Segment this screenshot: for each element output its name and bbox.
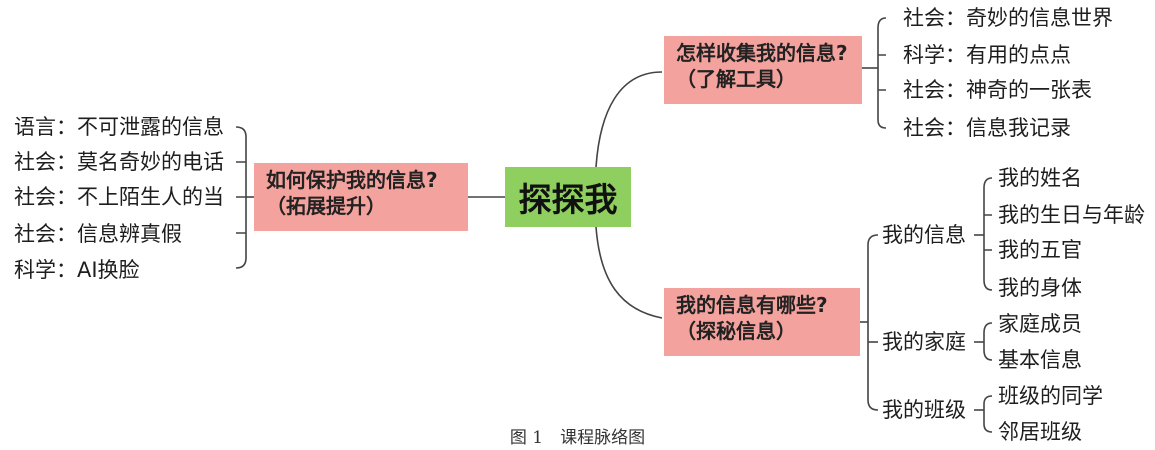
- branch-which-subtitle: （探秘信息）: [676, 319, 796, 343]
- group-label-class: 我的班级: [882, 398, 966, 422]
- branch-collect: 怎样收集我的信息? （了解工具）: [664, 36, 862, 104]
- protect-item: 社会：不上陌生人的当: [14, 185, 224, 209]
- branch-protect-title: 如何保护我的信息?: [266, 168, 438, 192]
- info-item: 我的五官: [998, 238, 1082, 262]
- info-item: 我的姓名: [998, 166, 1082, 190]
- center-node: 探探我: [505, 167, 631, 227]
- branch-collect-subtitle: （了解工具）: [676, 67, 796, 91]
- info-item: 我的生日与年龄: [998, 203, 1145, 227]
- protect-item: 社会：莫名奇妙的电话: [14, 150, 224, 174]
- protect-item: 科学：AI换脸: [14, 258, 140, 282]
- info-item: 我的身体: [998, 276, 1082, 300]
- collect-item: 社会：奇妙的信息世界: [903, 6, 1113, 30]
- branch-which: 我的信息有哪些? （探秘信息）: [664, 288, 860, 356]
- family-item: 基本信息: [998, 348, 1082, 372]
- collect-item: 科学：有用的点点: [903, 43, 1071, 67]
- figure-caption: 图 1 课程脉络图: [509, 428, 646, 448]
- branch-which-title: 我的信息有哪些?: [676, 293, 828, 317]
- protect-item: 语言：不可泄露的信息: [14, 115, 224, 139]
- protect-item: 社会：信息辨真假: [14, 222, 182, 246]
- class-item: 班级的同学: [998, 384, 1103, 408]
- class-item: 邻居班级: [998, 420, 1082, 444]
- branch-collect-title: 怎样收集我的信息?: [676, 41, 848, 65]
- collect-item: 社会：信息我记录: [903, 116, 1071, 140]
- group-label-info: 我的信息: [882, 223, 966, 247]
- branch-protect: 如何保护我的信息? （拓展提升）: [254, 163, 468, 231]
- family-item: 家庭成员: [998, 312, 1082, 336]
- group-label-family: 我的家庭: [882, 330, 966, 354]
- collect-item: 社会：神奇的一张表: [903, 78, 1092, 102]
- branch-protect-subtitle: （拓展提升）: [266, 194, 386, 218]
